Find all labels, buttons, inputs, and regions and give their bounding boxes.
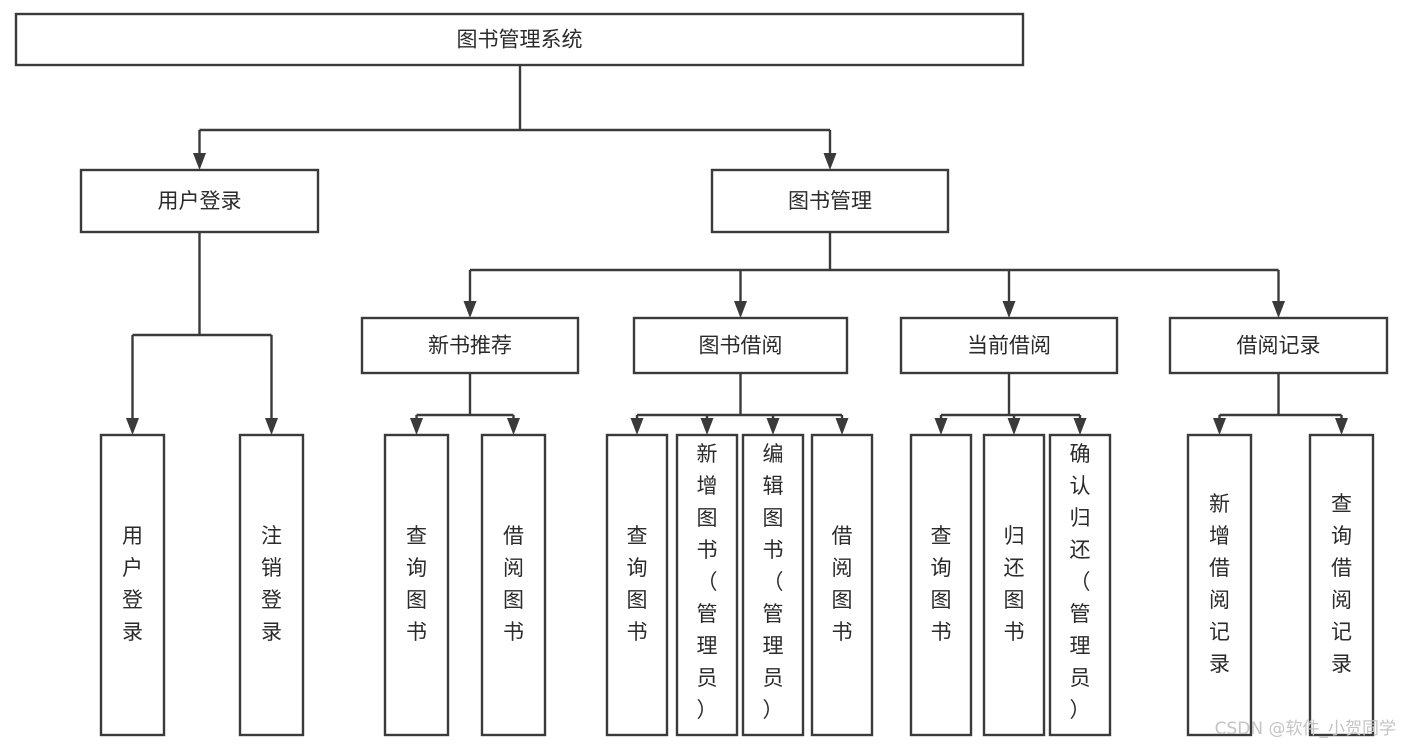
user-login-leaf-0-arrowhead: [126, 418, 139, 435]
book_borrow-leaf-1-arrowhead: [700, 418, 714, 435]
connector-layer: [126, 65, 1348, 435]
borrow_records-leaf-0-arrowhead: [1213, 418, 1226, 435]
book_borrow-leaf-0-arrowhead: [630, 418, 644, 435]
leaf-new_book_recommend-1-label: 借阅图书: [503, 524, 524, 644]
leaf-current_borrow-1-box[interactable]: [982, 433, 1046, 737]
level1-node-图书管理-label: 图书管理: [788, 189, 872, 213]
leaf-borrow_records-1-box[interactable]: [1308, 433, 1375, 737]
leaf-user-login-1-label: 注销登录: [261, 524, 282, 644]
book_borrow-leaf-2-arrowhead: [766, 418, 780, 435]
root-node-图书管理系统-label: 图书管理系统: [457, 28, 583, 52]
leaf-user-login-0-box[interactable]: [99, 433, 166, 737]
leaf-book_borrow-3-label: 借阅图书: [832, 524, 853, 644]
leaf-user-login-0-label: 用户登录: [122, 524, 143, 644]
root-to-l1-0-arrowhead: [193, 153, 206, 170]
level2-node-当前借阅-label: 当前借阅: [967, 334, 1051, 358]
level2-node-当前借阅-box[interactable]: [899, 316, 1119, 375]
user-login-leaf-1-arrowhead: [265, 418, 278, 435]
current_borrow-leaf-0-arrowhead: [934, 418, 948, 435]
leaf-borrow_records-0-label: 新增借阅记录: [1209, 492, 1230, 676]
level2-node-新书推荐-label: 新书推荐: [428, 334, 512, 358]
root-node-图书管理系统-box[interactable]: [14, 12, 1025, 67]
borrow_records-leaf-1-arrowhead: [1335, 418, 1348, 435]
leaf-current_borrow-0-box[interactable]: [909, 433, 973, 737]
node-layer: 图书管理系统用户登录图书管理新书推荐图书借阅当前借阅借阅记录用户登录注销登录查询…: [14, 12, 1389, 737]
leaf-current_borrow-1-label: 归还图书: [1004, 524, 1025, 644]
root-to-l1-1-arrowhead: [823, 153, 837, 170]
current_borrow-leaf-2-arrowhead: [1073, 418, 1087, 435]
leaf-current_borrow-0-label: 查询图书: [931, 524, 952, 644]
leaf-current_borrow-2-box[interactable]: [1048, 433, 1112, 737]
leaf-book_borrow-1-label: 新增图书（管理员）: [697, 442, 718, 722]
level2-node-新书推荐-box[interactable]: [360, 316, 580, 375]
leaf-book_borrow-2-box[interactable]: [741, 433, 805, 737]
level1-node-用户登录-label: 用户登录: [158, 189, 242, 213]
book-mgmt-to-l2-0-arrowhead: [463, 301, 477, 318]
leaf-book_borrow-2-label: 编辑图书（管理员）: [763, 442, 784, 722]
leaf-current_borrow-2-label: 确认归还（管理员）: [1070, 442, 1091, 722]
level2-node-借阅记录-label: 借阅记录: [1237, 334, 1321, 358]
level2-node-图书借阅-label: 图书借阅: [699, 334, 783, 358]
level2-node-借阅记录-box[interactable]: [1168, 316, 1389, 375]
new_book_recommend-leaf-1-arrowhead: [507, 418, 520, 435]
leaf-new_book_recommend-0-box[interactable]: [383, 433, 450, 737]
book-mgmt-to-l2-2-arrowhead: [1002, 301, 1016, 318]
current_borrow-leaf-1-arrowhead: [1007, 418, 1021, 435]
leaf-book_borrow-0-label: 查询图书: [627, 524, 648, 644]
leaf-new_book_recommend-1-box[interactable]: [480, 433, 547, 737]
leaf-book_borrow-1-box[interactable]: [675, 433, 739, 737]
csdn-watermark: CSDN @软件_小贺同学: [1215, 719, 1396, 739]
book-mgmt-to-l2-3-arrowhead: [1272, 301, 1285, 318]
leaf-new_book_recommend-0-label: 查询图书: [406, 524, 427, 644]
leaf-borrow_records-0-box[interactable]: [1186, 433, 1253, 737]
level1-node-用户登录-box[interactable]: [79, 168, 320, 234]
leaf-book_borrow-3-box[interactable]: [810, 433, 874, 737]
book-mgmt-to-l2-1-arrowhead: [734, 301, 747, 318]
new_book_recommend-leaf-0-arrowhead: [410, 418, 423, 435]
level2-node-图书借阅-box[interactable]: [632, 316, 849, 375]
leaf-borrow_records-1-label: 查询借阅记录: [1331, 492, 1352, 676]
leaf-user-login-1-box[interactable]: [238, 433, 305, 737]
book_borrow-leaf-3-arrowhead: [835, 418, 849, 435]
level1-node-图书管理-box[interactable]: [710, 168, 950, 234]
leaf-book_borrow-0-box[interactable]: [605, 433, 669, 737]
